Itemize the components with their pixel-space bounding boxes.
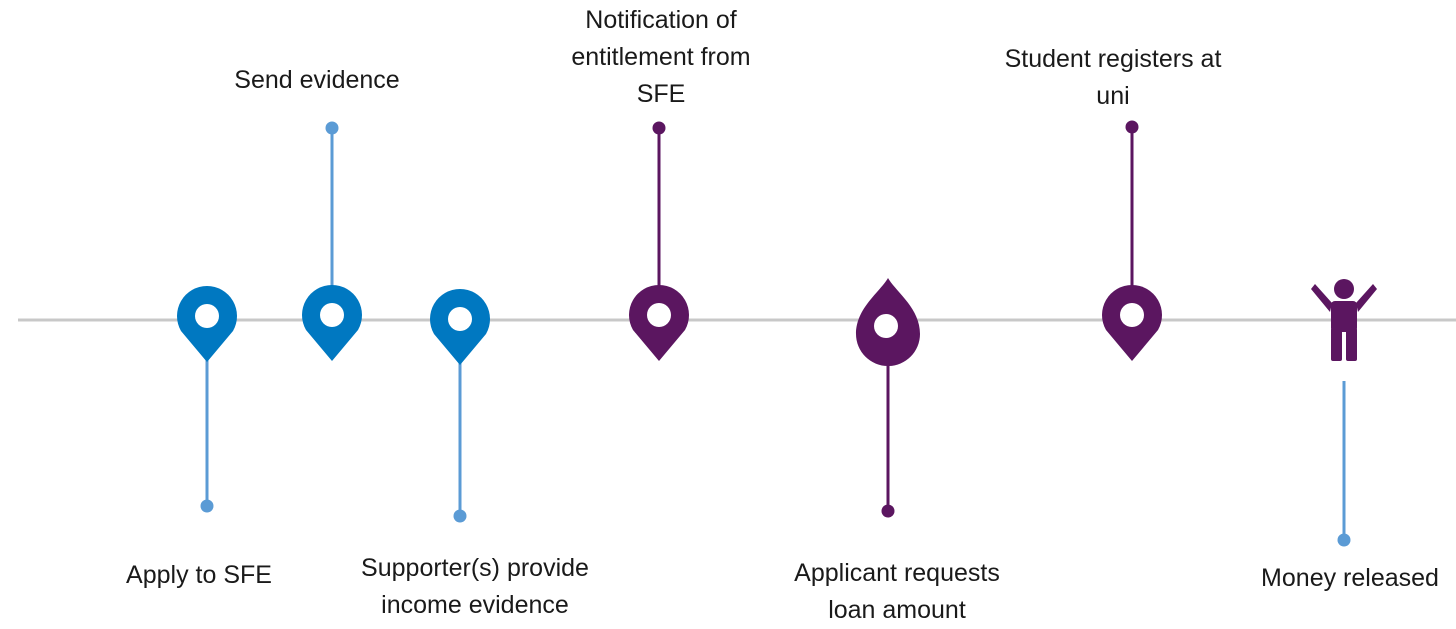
connector-dot — [652, 121, 666, 135]
pin-hole — [1120, 303, 1144, 327]
step-label-money: Money released — [1261, 564, 1439, 592]
pin-hole — [320, 303, 344, 327]
step-label-apply: Apply to SFE — [126, 561, 272, 589]
connector-dot — [1125, 120, 1139, 134]
connector-dot — [1337, 533, 1351, 547]
step-label-notification: Notification of entitlement from SFE — [571, 6, 751, 108]
connector-dot — [200, 499, 214, 513]
step-label-send-evidence: Send evidence — [234, 66, 400, 94]
step-label-supporter-evidence: Supporter(s) provide income evidence — [361, 554, 589, 619]
pin-hole — [448, 307, 472, 331]
connector-dot — [453, 509, 467, 523]
step-label-request-loan: Applicant requests loan amount — [794, 559, 1000, 624]
pin-hole — [647, 303, 671, 327]
step-label-registers: Student registers at uni — [1004, 45, 1222, 110]
connector-dot — [325, 121, 339, 135]
pin-hole — [195, 304, 219, 328]
drop-hole — [874, 314, 898, 338]
connector-dot — [881, 504, 895, 518]
person-icon — [1311, 279, 1377, 361]
